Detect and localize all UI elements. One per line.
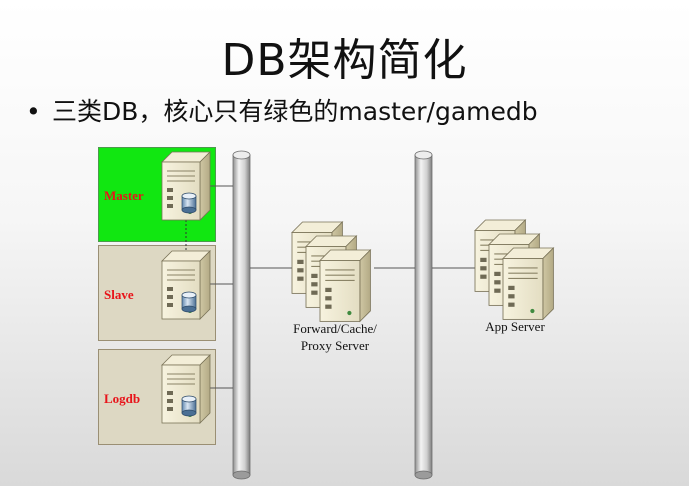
app-server-cluster-icon [474,219,554,320]
bullet-marker: • [26,97,41,126]
bullet-point: • 三类DB，核心只有绿色的master/gamedb [26,92,538,128]
slave-server-icon [161,250,211,320]
right-bus-pipe [414,150,433,480]
proxy-server-cluster-icon [291,221,371,322]
master-server-icon [161,151,211,221]
logdb-server-icon [161,354,211,424]
slide-title: DB架构简化 [221,35,468,86]
proxy-server-caption: Forward/Cache/ Proxy Server [270,320,400,354]
proxy-caption-line1: Forward/Cache/ [293,321,377,336]
slave-label: Slave [104,287,134,302]
proxy-caption-line2: Proxy Server [300,338,370,353]
master-label: Master [104,188,144,203]
left-bus-pipe [232,150,251,480]
bullet-text: 三类DB，核心只有绿色的master/gamedb [52,97,538,126]
app-server-caption: App Server [485,319,545,334]
connector-lines [208,185,475,389]
logdb-label: Logdb [104,391,141,406]
